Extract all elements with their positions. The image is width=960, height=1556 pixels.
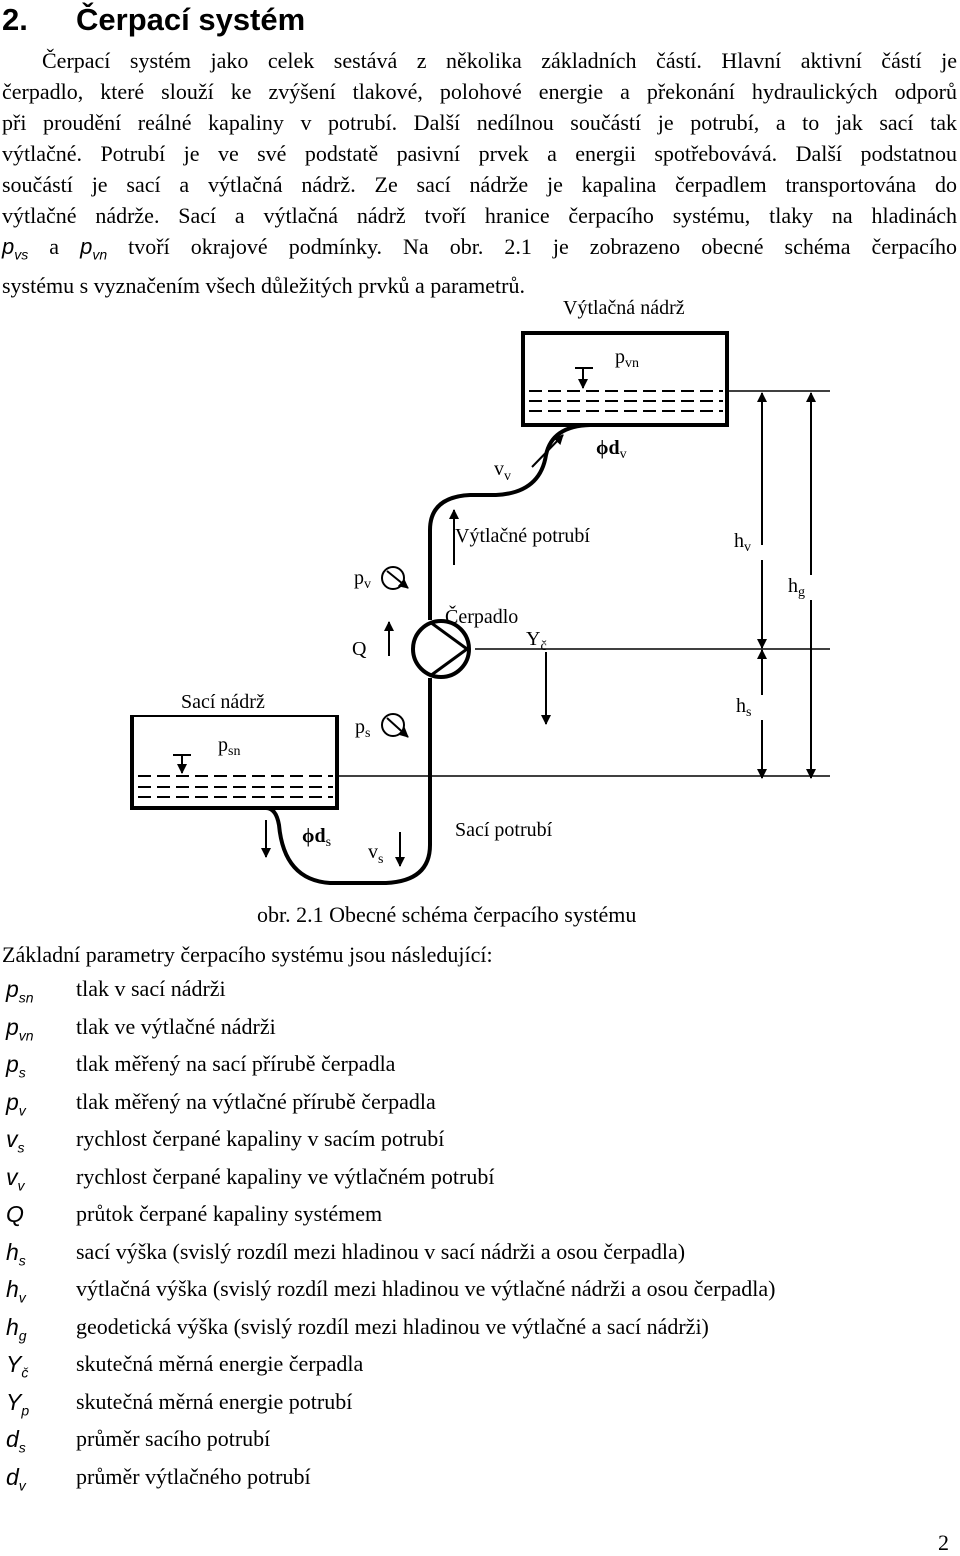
p-s-label: ps <box>355 716 370 741</box>
parameters-intro: Základní parametry čerpacího systému jso… <box>2 942 493 967</box>
parameter-symbol: dv <box>6 1463 26 1494</box>
p-v-label: pv <box>354 567 371 592</box>
section-number: 2. <box>2 2 28 37</box>
page-number: 2 <box>938 1530 949 1555</box>
parameter-description: tlak měřený na sací přírubě čerpadla <box>76 1051 396 1076</box>
suction-pipe-label: Sací potrubí <box>455 819 553 841</box>
parameter-description: skutečná měrná energie čerpadla <box>76 1351 364 1376</box>
parameter-description: sací výška (svislý rozdíl mezi hladinou … <box>76 1238 686 1264</box>
h-v-label: hv <box>734 530 751 555</box>
paragraph-line: při proudění reálné kapaliny v potrubí. … <box>2 110 957 135</box>
suction-tank <box>130 715 339 810</box>
discharge-pipe-label: Výtlačné potrubí <box>455 525 590 547</box>
parameter-description: průtok čerpané kapaliny systémem <box>76 1201 383 1226</box>
discharge-tank-label: Výtlačná nádrž <box>563 297 685 319</box>
symbol-p-vn: pvn <box>80 234 108 263</box>
parameter-symbol: Q <box>6 1201 24 1227</box>
parameter-symbol: pv <box>6 1088 26 1119</box>
parameter-symbol: Yp <box>6 1388 30 1419</box>
paragraph-line: Čerpací systém jako celek sestává z něko… <box>42 48 957 73</box>
discharge-level-symbol <box>575 367 593 389</box>
parameter-symbol: psn <box>6 976 34 1006</box>
parameter-symbol: hg <box>6 1313 27 1344</box>
parameter-description: tlak měřený na výtlačné přírubě čerpadla <box>76 1088 436 1114</box>
parameter-description: výtlačná výška (svislý rozdíl mezi hladi… <box>76 1276 776 1301</box>
v-v-label: vv <box>494 458 511 484</box>
pressure-gauge-suction <box>381 713 409 738</box>
parameter-symbol: pvn <box>6 1013 34 1044</box>
flow-arrow-discharge <box>531 434 564 468</box>
parameter-description: průměr sacího potrubí <box>76 1426 271 1451</box>
figure-caption: obr. 2.1 Obecné schéma čerpacího systému <box>257 902 637 927</box>
phi-ds-label: ϕds <box>302 825 331 850</box>
pump-label: Čerpadlo <box>445 604 518 628</box>
phi-dv-label: ϕdv <box>596 437 627 462</box>
discharge-tank <box>521 331 729 427</box>
parameter-symbol: ps <box>6 1051 26 1081</box>
suction-level-symbol <box>173 754 191 774</box>
parameter-symbol: Yč <box>6 1351 29 1381</box>
section-heading: 2. Čerpací systém <box>2 2 305 38</box>
parameter-symbol: vv <box>6 1163 25 1194</box>
discharge-pipe <box>428 423 610 620</box>
suction-tank-label: Sací nádrž <box>181 691 265 713</box>
h-s-label: hs <box>736 695 751 720</box>
paragraph-line: systému s vyznačením všech důležitých pr… <box>2 273 525 299</box>
parameter-symbol: vs <box>6 1126 25 1156</box>
q-label: Q <box>352 638 367 660</box>
parameter-description: geodetická výška (svislý rozdíl mezi hla… <box>76 1313 709 1339</box>
paragraph-line: pvs a pvn tvoří okrajové podmínky. Na ob… <box>2 234 958 263</box>
h-g-label: hg <box>788 575 805 600</box>
parameter-description: rychlost čerpané kapaliny ve výtlačném p… <box>76 1163 495 1189</box>
parameter-description: skutečná měrná energie potrubí <box>76 1388 353 1414</box>
pressure-gauge-discharge <box>381 566 409 590</box>
parameter-description: rychlost čerpané kapaliny v sacím potrub… <box>76 1126 445 1151</box>
paragraph-line: výtlačné nádrže. Sací a výtlačná nádrž t… <box>2 203 957 228</box>
parameter-description: průměr výtlačného potrubí <box>76 1463 311 1489</box>
paragraph-line: výtlačné. Potrubí je ve své podstatě pas… <box>2 141 957 166</box>
parameter-description: tlak v sací nádrži <box>76 976 226 1001</box>
paragraph-line: čerpadlo, které slouží ke zvýšení tlakov… <box>2 79 957 104</box>
parameter-symbol: hv <box>6 1276 26 1306</box>
p-vn-label: pvn <box>615 346 639 371</box>
suction-pipe <box>250 678 432 885</box>
section-title: Čerpací systém <box>76 2 306 37</box>
intro-paragraph: Čerpací systém jako celek sestává z něko… <box>2 45 957 301</box>
p-sn-label: psn <box>218 734 240 759</box>
v-s-label: vs <box>368 841 383 867</box>
y-c-label: Yč <box>526 628 547 654</box>
pumping-system-diagram: Výtlačná nádrž pvn Sací nádrž psn Čerpad… <box>130 297 830 885</box>
symbol-p-vs: pvs <box>2 234 29 263</box>
parameter-symbol: ds <box>6 1426 26 1456</box>
paragraph-line: součástí je sací a výtlačná nádrž. Ze sa… <box>2 172 957 197</box>
parameter-description: tlak ve výtlačné nádrži <box>76 1013 276 1039</box>
pump-symbol <box>411 619 471 679</box>
parameter-symbol: hs <box>6 1238 26 1269</box>
